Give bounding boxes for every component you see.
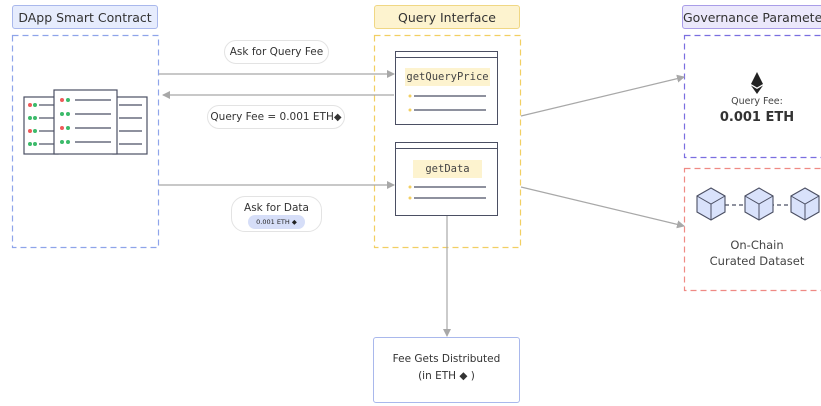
ethereum-icon: ◆ [291, 218, 297, 226]
distribution-suffix: ) [470, 370, 475, 382]
cube-icon [744, 187, 774, 221]
arrow-to-governance [520, 74, 685, 117]
ethereum-icon [751, 72, 763, 94]
query-interface-title: Query Interface [374, 5, 520, 29]
ethereum-icon: ◆ [333, 112, 342, 123]
fee-distribution-box: Fee Gets Distributed (in ETH ◆ ) [373, 337, 520, 403]
server-leds [28, 98, 70, 146]
ask-data-fee-text: 0.001 ETH [256, 218, 290, 226]
query-fee-value: 0.001 ETH [719, 110, 795, 125]
server-rows [39, 99, 142, 145]
fee-reply-text: Query Fee = 0.001 ETH [210, 111, 334, 123]
cube-icon [790, 187, 820, 221]
get-query-price-label: getQueryPrice [405, 68, 490, 86]
arrow-to-dataset [520, 186, 685, 229]
governance-title: Governance Parameters [682, 5, 821, 29]
get-data-window: getData [395, 142, 498, 216]
ethereum-icon: ◆ [459, 370, 468, 382]
dataset-line2: Curated Dataset [709, 254, 805, 268]
fee-reply-label: Query Fee = 0.001 ETH◆ [207, 105, 345, 129]
distribution-line1: Fee Gets Distributed [392, 353, 501, 365]
dataset-container [683, 167, 821, 292]
dapp-title: DApp Smart Contract [12, 5, 158, 29]
get-query-price-window: getQueryPrice [395, 51, 498, 125]
ask-data-fee-badge: 0.001 ETH ◆ [248, 215, 305, 229]
cube-icon [696, 187, 726, 221]
distribution-line2: (in ETH ◆ ) [374, 370, 519, 382]
ask-data-text: Ask for Data [244, 202, 309, 214]
governance-container [683, 34, 821, 159]
distribution-prefix: (in ETH [418, 370, 457, 382]
get-data-label: getData [413, 160, 482, 178]
dataset-line1: On-Chain [730, 238, 784, 252]
cube-chain-icon [696, 187, 820, 221]
window-lines [408, 94, 486, 112]
ask-fee-label: Ask for Query Fee [224, 40, 329, 64]
dapp-container [11, 34, 160, 249]
window-lines [408, 185, 486, 200]
query-fee-label: Query Fee: [731, 96, 783, 107]
